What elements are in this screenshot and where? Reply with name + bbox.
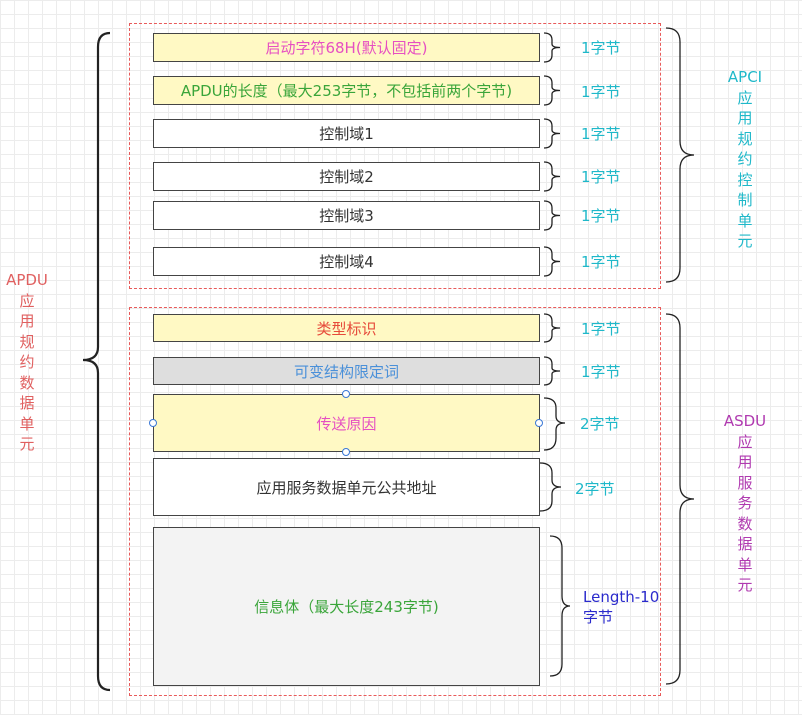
- field-information-object[interactable]: 信息体（最大长度243字节): [153, 527, 540, 686]
- apci-group: [129, 23, 661, 289]
- brace-apci: [665, 27, 695, 283]
- apci-char: 单: [737, 211, 753, 230]
- bytes-type-id: 1字节: [581, 320, 621, 338]
- field-control-2-label: 控制域2: [319, 168, 374, 186]
- field-control-1-label: 控制域1: [319, 125, 374, 143]
- bytes-apdu-length: 1字节: [581, 83, 621, 101]
- brace-asdu: [665, 313, 695, 685]
- asdu-char: 服: [737, 473, 753, 492]
- asdu-label: ASDU 应 用 服 务 数 据 单 元: [720, 411, 770, 596]
- field-control-2[interactable]: 控制域2: [153, 162, 540, 191]
- brace-apdu: [82, 31, 111, 692]
- asdu-char: 元: [737, 576, 753, 594]
- apci-char: 应: [737, 88, 753, 107]
- bytes-control-4: 1字节: [581, 253, 621, 271]
- bytes-control-2: 1字节: [581, 168, 621, 186]
- bytes-common-address: 2字节: [575, 480, 615, 498]
- field-common-address[interactable]: 应用服务数据单元公共地址: [153, 458, 540, 516]
- selection-handle-left[interactable]: [149, 419, 157, 427]
- bytes-control-3: 1字节: [581, 207, 621, 225]
- field-vsq[interactable]: 可变结构限定词: [153, 357, 540, 385]
- bytes-information-object-line2: 字节: [583, 608, 614, 626]
- apdu-char: 规: [19, 332, 35, 351]
- apdu-char: 约: [19, 353, 35, 371]
- apdu-char: 元: [19, 435, 35, 453]
- asdu-group: [129, 307, 661, 696]
- bytes-vsq: 1字节: [581, 363, 621, 381]
- apdu-char: 用: [19, 312, 35, 330]
- asdu-char: 单: [737, 555, 753, 574]
- asdu-char: 应: [737, 432, 753, 451]
- field-start-char[interactable]: 启动字符68H(默认固定): [153, 33, 540, 62]
- bytes-cause-of-transmission: 2字节: [580, 415, 620, 433]
- field-control-4-label: 控制域4: [319, 253, 374, 271]
- apdu-char: 单: [19, 414, 35, 433]
- apdu-char: 数: [19, 373, 35, 392]
- apci-char: 控: [737, 170, 753, 189]
- asdu-label-title: ASDU: [723, 412, 767, 430]
- selection-handle-top[interactable]: [342, 390, 350, 398]
- bytes-information-object-line1: Length-10: [583, 588, 660, 606]
- apci-char: 制: [737, 191, 753, 209]
- field-control-4[interactable]: 控制域4: [153, 247, 540, 276]
- field-type-id[interactable]: 类型标识: [153, 314, 540, 342]
- field-vsq-label: 可变结构限定词: [293, 362, 399, 381]
- bytes-start-char: 1字节: [581, 39, 621, 57]
- asdu-char: 务: [737, 494, 753, 512]
- field-start-char-label: 启动字符68H(默认固定): [265, 39, 428, 57]
- asdu-char: 据: [737, 535, 753, 553]
- apci-label-title: APCI: [727, 68, 763, 86]
- field-cause-of-transmission[interactable]: 传送原因: [153, 394, 540, 452]
- selection-handle-bottom[interactable]: [342, 448, 350, 456]
- field-apdu-length[interactable]: APDU的长度（最大253字节，不包括前两个字节): [153, 76, 540, 105]
- apdu-char: 应: [19, 291, 35, 310]
- field-control-3[interactable]: 控制域3: [153, 201, 540, 230]
- field-common-address-label: 应用服务数据单元公共地址: [256, 478, 437, 497]
- bytes-information-object: Length-10 字节: [583, 587, 659, 627]
- bytes-control-1: 1字节: [581, 125, 621, 143]
- asdu-char: 数: [737, 514, 753, 533]
- field-information-object-label: 信息体（最大长度243字节): [254, 598, 439, 616]
- asdu-char: 用: [737, 453, 753, 471]
- field-control-3-label: 控制域3: [319, 207, 374, 225]
- selection-handle-right[interactable]: [535, 419, 543, 427]
- apdu-char: 据: [19, 394, 35, 412]
- apdu-label-title: APDU: [6, 271, 48, 289]
- apci-char: 元: [737, 232, 753, 250]
- field-apdu-length-label: APDU的长度（最大253字节，不包括前两个字节): [180, 82, 513, 100]
- apdu-label: APDU 应 用 规 约 数 据 单 元: [2, 270, 52, 455]
- field-cause-of-transmission-label: 传送原因: [316, 414, 377, 433]
- field-control-1[interactable]: 控制域1: [153, 119, 540, 148]
- apci-label: APCI 应 用 规 约 控 制 单 元: [722, 67, 768, 252]
- apci-char: 规: [737, 129, 753, 148]
- field-type-id-label: 类型标识: [316, 319, 377, 338]
- apci-char: 用: [737, 109, 753, 127]
- apci-char: 约: [737, 150, 753, 168]
